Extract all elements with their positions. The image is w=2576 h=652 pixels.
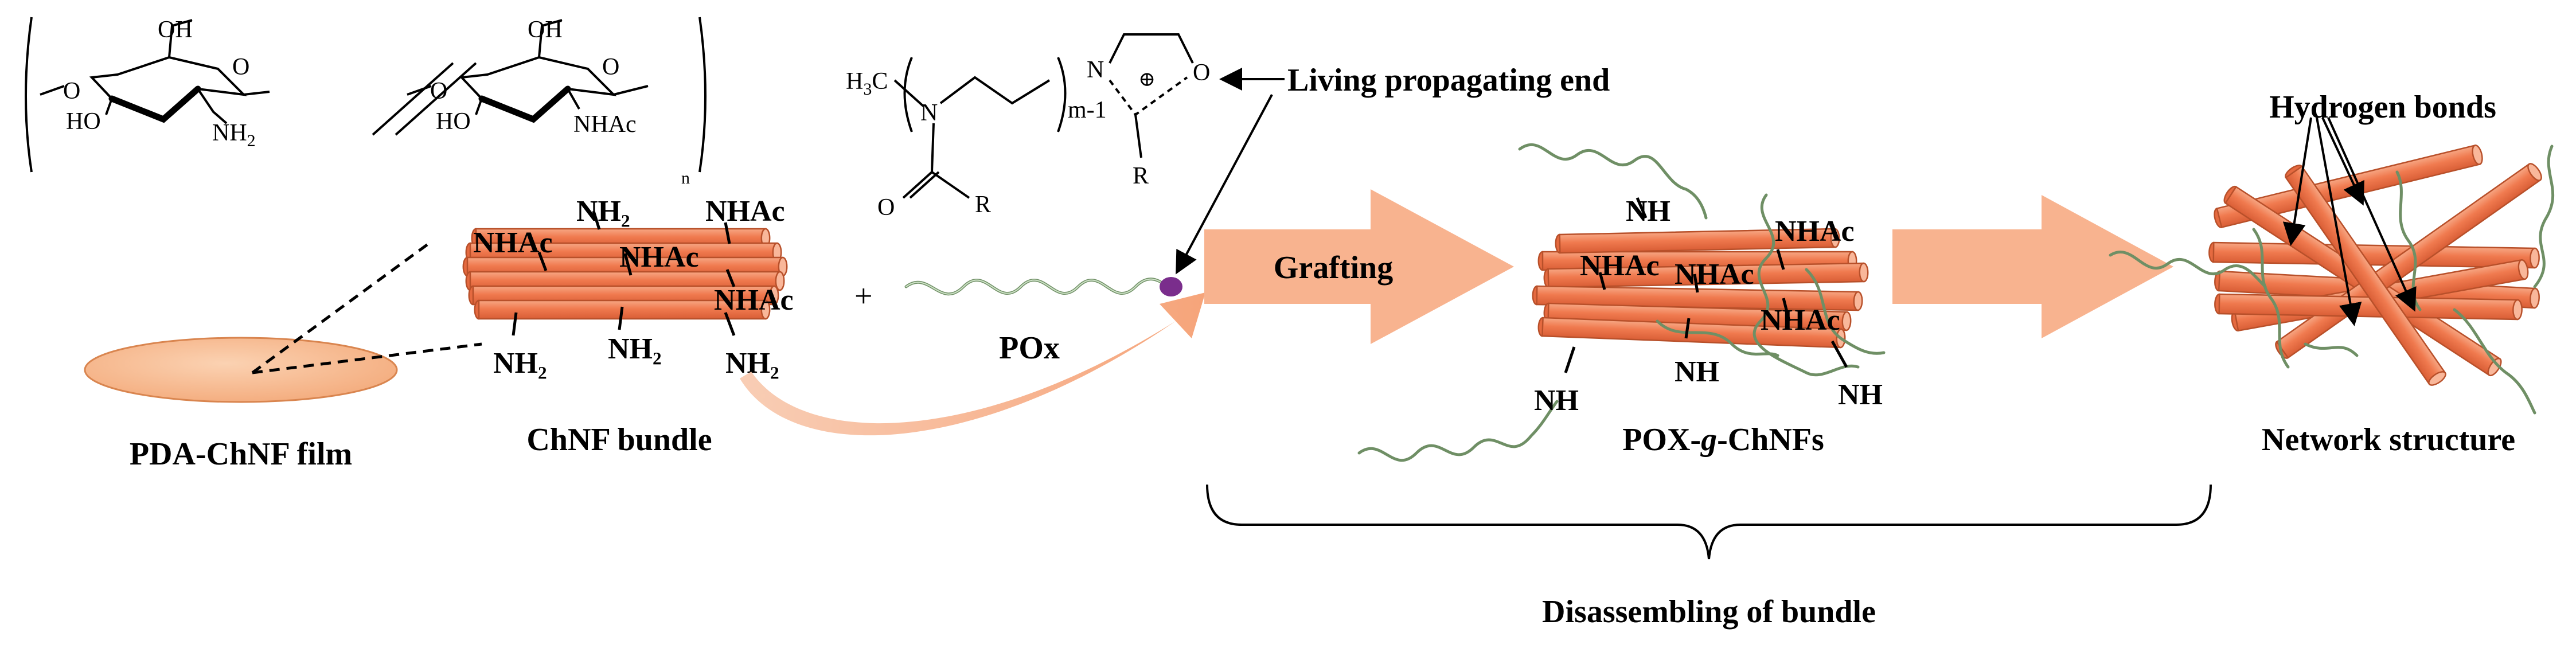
network-label: Network structure [2262, 422, 2515, 458]
graft-nhac-left: NHAc [1580, 249, 1660, 282]
grafted-rods [1532, 228, 1869, 349]
positive-charge-label: ⊕ [1138, 68, 1156, 91]
bundle-rods [462, 228, 788, 320]
oh-label-right: OH [528, 17, 563, 43]
poxg-label-suffix: -ChNFs [1717, 422, 1824, 458]
nh2-sugar-label: NH2 [212, 120, 256, 150]
network-rod [2214, 293, 2523, 321]
hbonds-label: Hydrogen bonds [2269, 89, 2496, 125]
bundle-nhac-top-right: NHAc [705, 195, 785, 228]
ring-oxygen-left-2: O [232, 54, 249, 80]
nh2-sugar-sub: 2 [247, 131, 256, 150]
grafted-groups: NH NHAc NHAc NHAc NHAc NH NH NH [1534, 195, 1883, 417]
living-end-dot [1160, 277, 1182, 296]
pox-label: POx [999, 330, 1060, 366]
film-label: PDA-ChNF film [130, 436, 352, 472]
pox-chemical-structure: H3C N O R m-1 N ⊕ O R [846, 33, 1210, 221]
pox-g-chnfs: NH NHAc NHAc NHAc NHAc NH NH NH POX-g-Ch… [1357, 143, 1886, 462]
h3c-label: H3C [846, 68, 888, 99]
poxg-label-prefix: POX- [1622, 422, 1701, 458]
bundle-label: ChNF bundle [526, 422, 712, 458]
disassembling-label: Disassembling of bundle [1542, 594, 1876, 630]
graft-nhac-top-right: NHAc [1775, 215, 1855, 248]
living-end-label: Living propagating end [1287, 63, 1610, 98]
zoom-dashed-line-upper [251, 241, 431, 374]
network-rod [2285, 165, 2446, 386]
graft-nh-top: NH [1626, 195, 1671, 228]
network-rod [2208, 241, 2540, 269]
ring-oxygen-left: O [63, 78, 80, 104]
hbond-arrows [2282, 117, 2417, 326]
m-minus-1-label: m-1 [1068, 97, 1107, 123]
curved-reaction-arrow [740, 292, 1205, 436]
h3c-sub: 3 [863, 80, 872, 99]
graft-nh-bottom-right: NH [1838, 378, 1883, 411]
network-arrow [1892, 195, 2173, 338]
chitin-repeat-unit-structure: OH O O HO NH2 OH O O HO NHAc n [25, 17, 707, 188]
bundle-nhac-center: NHAc [619, 241, 699, 274]
poxg-label-italic: g [1700, 422, 1717, 458]
poxg-label: POX-g-ChNFs [1622, 422, 1824, 458]
grafted-rod [1555, 228, 1840, 254]
grafting-arrow: Grafting [1204, 189, 1514, 344]
bundle-groups: NH₂ NHAc NHAc NHAc NHAc NH₂ NH₂ NH₂ [473, 195, 794, 380]
bundle-nh2-top: NH₂ [576, 195, 630, 228]
grafted-chains [1357, 143, 1886, 462]
nh2-sugar-main: NH [212, 120, 247, 146]
ho-label-left: HO [66, 108, 101, 135]
bundle-nh2-bottom-center: NH₂ [608, 333, 662, 365]
bundle-nhac-right: NHAc [714, 284, 794, 317]
graft-nh-bottom-center: NH [1675, 356, 1719, 388]
graft-nhac-center: NHAc [1675, 258, 1754, 291]
h3c-h: H [846, 68, 863, 95]
chnf-bundle: NH₂ NHAc NHAc NHAc NHAc NH₂ NH₂ NH₂ ChNF… [462, 195, 794, 458]
ho-label-right: HO [436, 108, 471, 135]
ring-oxygen-right: O [430, 78, 447, 104]
bundle-nh2-bottom-left: NH₂ [493, 347, 547, 380]
pda-chnf-film: PDA-ChNF film [84, 241, 482, 472]
grafting-label: Grafting [1274, 250, 1393, 286]
r-label-2: R [1133, 163, 1149, 189]
h3c-c: C [872, 68, 888, 95]
living-end-annotation: Living propagating end [1176, 63, 1610, 275]
grafted-rod [1543, 262, 1869, 288]
nhac-sugar-label: NHAc [573, 111, 637, 138]
r-label-1: R [975, 192, 991, 218]
plus-sign: + [854, 279, 873, 314]
zoom-dashed-line-lower [252, 342, 482, 374]
oh-label-left: OH [158, 17, 193, 43]
oxazolinium-n-label: N [1087, 57, 1104, 83]
carbonyl-o-label: O [877, 194, 895, 221]
ring-oxygen-right-2: O [602, 54, 619, 80]
bundle-nhac-left: NHAc [473, 227, 553, 259]
graft-nhac-right: NHAc [1761, 304, 1840, 337]
network-rods [2208, 144, 2542, 386]
repeat-n-label: n [681, 169, 690, 188]
amide-n-label: N [920, 100, 938, 126]
oxazolinium-o-label: O [1193, 60, 1210, 86]
pox-polymer-chain: POx [904, 277, 1182, 366]
disassembling-brace: Disassembling of bundle [1206, 484, 2212, 630]
graft-nh-bottom-left: NH [1534, 384, 1579, 417]
network-structure: Hydrogen bonds Network structure [2109, 89, 2555, 458]
